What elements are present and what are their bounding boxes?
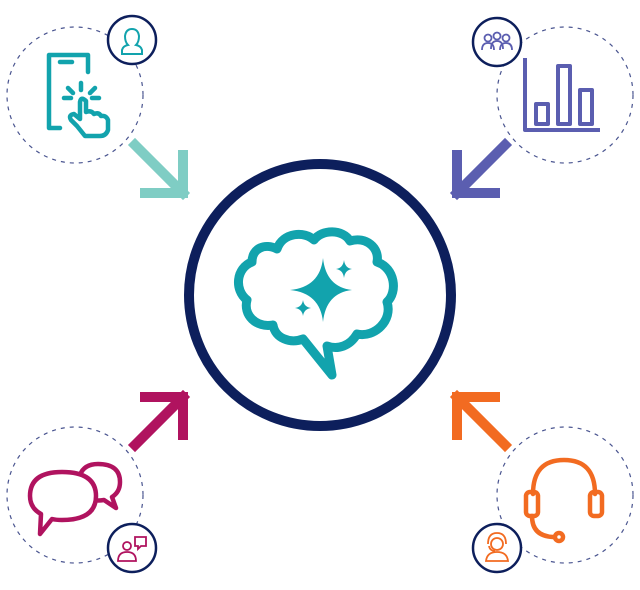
arrow-top-left bbox=[127, 137, 191, 201]
dashed-ring-bottom-right bbox=[496, 426, 634, 564]
badge-top-left bbox=[106, 14, 158, 66]
headset-icon bbox=[523, 457, 605, 544]
chat-bubbles-icon bbox=[27, 461, 123, 537]
arrow-bottom-right bbox=[449, 389, 513, 453]
users-chat-icon bbox=[117, 536, 147, 562]
badge-top-right bbox=[471, 16, 523, 68]
badge-bottom-right bbox=[471, 522, 523, 574]
badge-bottom-left bbox=[106, 522, 158, 574]
dashed-ring-top-right bbox=[496, 26, 634, 164]
bar-chart-icon bbox=[523, 58, 600, 132]
dashed-ring-top-left bbox=[6, 26, 144, 164]
brain-sparkle-icon bbox=[234, 227, 398, 380]
support-agent-icon bbox=[484, 532, 510, 562]
group-icon bbox=[481, 31, 513, 51]
arrow-bottom-left bbox=[127, 389, 191, 453]
phone-tap-icon bbox=[46, 52, 111, 139]
user-icon bbox=[121, 27, 143, 55]
arrow-top-right bbox=[449, 137, 513, 201]
dashed-ring-bottom-left bbox=[6, 426, 144, 564]
